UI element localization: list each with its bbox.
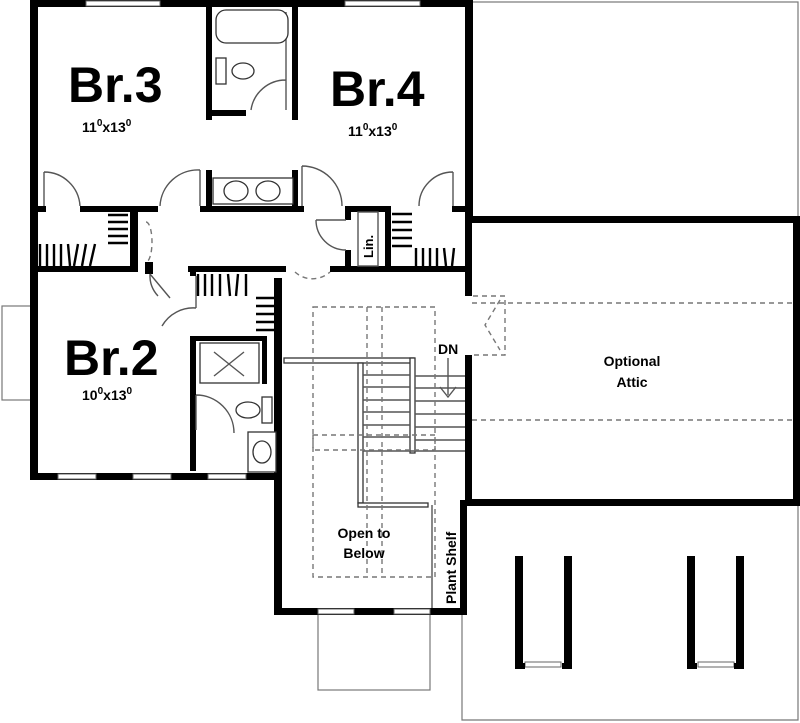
bathtub-icon	[215, 9, 289, 44]
bay-walls	[515, 556, 744, 669]
sink-icon	[223, 180, 249, 202]
open-to-below-label: Open to	[338, 525, 391, 541]
staircase	[283, 306, 465, 608]
windows	[57, 0, 735, 668]
toilet-icon	[231, 62, 255, 80]
closet-shelving	[38, 211, 456, 332]
sink-icon	[255, 180, 281, 202]
svg-text:Br.2: Br.2	[64, 330, 159, 386]
sink-icon	[252, 440, 272, 464]
toilet-icon	[235, 401, 261, 419]
optional-attic-label-2: Attic	[616, 374, 647, 390]
plant-shelf-label: Plant Shelf	[443, 531, 459, 604]
doors	[43, 12, 506, 434]
svg-text:100x130: 100x130	[82, 386, 133, 403]
interior-walls	[38, 0, 470, 471]
open-to-below-label-2: Below	[343, 545, 384, 561]
svg-text:Br.3: Br.3	[68, 57, 163, 113]
svg-text:110x130: 110x130	[82, 118, 132, 135]
stairs-down-label: DN	[438, 341, 458, 357]
bath-fixtures	[199, 9, 294, 473]
svg-text:110x130: 110x130	[348, 122, 398, 139]
room-br4: Br.4 110x130	[330, 61, 425, 139]
svg-text:Br.4: Br.4	[330, 61, 425, 117]
room-br3: Br.3 110x130	[68, 57, 163, 135]
optional-attic-label: Optional	[604, 353, 661, 369]
room-br2: Br.2 100x130	[64, 330, 159, 403]
linen-label: Lin.	[361, 235, 376, 258]
